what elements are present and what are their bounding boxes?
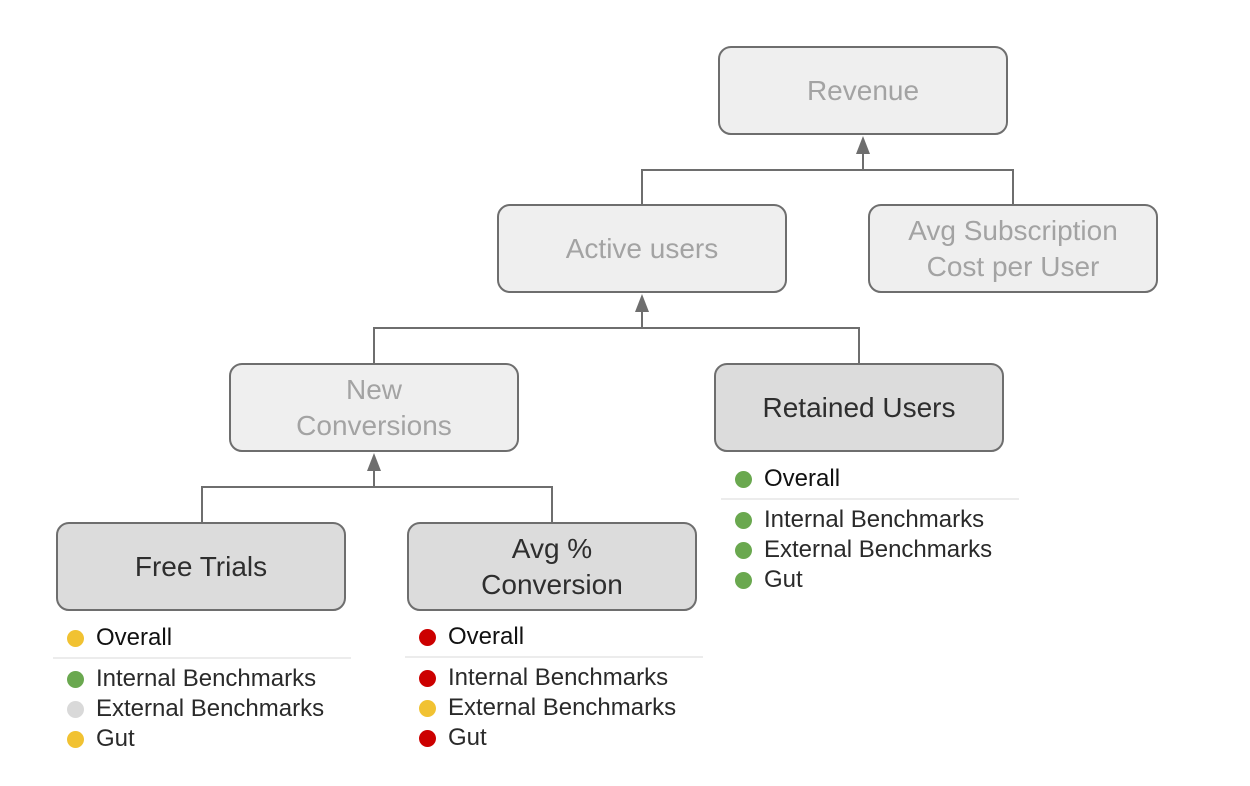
node-retained-users: Retained Users	[714, 363, 1004, 452]
status-item: External Benchmarks	[405, 693, 703, 723]
status-divider	[405, 656, 703, 658]
status-label: External Benchmarks	[96, 695, 325, 722]
node-revenue: Revenue	[718, 46, 1008, 135]
connector-new-conversions	[201, 486, 553, 522]
node-avg-subscription-label-line2: Cost per User	[926, 250, 1100, 282]
arrowhead-new-conversions	[367, 453, 381, 471]
node-avg-pct-conversion-label-line2: Conversion	[481, 568, 623, 600]
status-overall: Overall	[53, 622, 351, 654]
status-label: Gut	[448, 724, 487, 751]
status-item: Gut	[53, 724, 351, 754]
node-new-conversions-label-line1: New	[345, 373, 402, 405]
connector-active-users	[373, 327, 860, 363]
status-dot-icon	[419, 669, 436, 687]
status-dot-icon	[419, 729, 436, 747]
node-avg-pct-conversion-label-line1: Avg %	[511, 532, 593, 564]
node-new-conversions: New Conversions	[229, 363, 519, 452]
status-label: Overall	[96, 624, 173, 651]
status-overall: Overall	[721, 463, 1019, 495]
arrowhead-revenue	[856, 136, 870, 154]
status-label: Overall	[448, 623, 525, 650]
status-label: Gut	[764, 566, 803, 593]
status-item: Gut	[721, 565, 1019, 595]
status-item: Internal Benchmarks	[405, 663, 703, 693]
status-dot-icon	[419, 628, 436, 646]
node-avg-subscription-label-line1: Avg Subscription	[908, 214, 1118, 246]
status-item: Internal Benchmarks	[721, 505, 1019, 535]
node-free-trials: Free Trials	[56, 522, 346, 611]
status-item: External Benchmarks	[53, 694, 351, 724]
status-label: Internal Benchmarks	[764, 506, 985, 533]
node-revenue-label: Revenue	[806, 74, 920, 106]
status-label: External Benchmarks	[448, 694, 677, 721]
status-item: Gut	[405, 723, 703, 753]
node-new-conversions-label-line2: Conversions	[296, 409, 452, 441]
node-free-trials-label: Free Trials	[134, 550, 268, 582]
status-divider	[53, 657, 351, 659]
status-dot-icon	[735, 470, 752, 488]
status-overall: Overall	[405, 621, 703, 653]
arrowhead-active-users	[635, 294, 649, 312]
node-avg-subscription-cost: Avg Subscription Cost per User	[868, 204, 1158, 293]
status-list-free-trials: Overall Internal Benchmarks External Ben…	[53, 622, 351, 754]
status-dot-icon	[67, 629, 84, 647]
status-item: Internal Benchmarks	[53, 664, 351, 694]
status-divider	[721, 498, 1019, 500]
status-list-retained-users: Overall Internal Benchmarks External Ben…	[721, 463, 1019, 595]
status-dot-icon	[735, 541, 752, 559]
status-label: Internal Benchmarks	[448, 664, 669, 691]
status-dot-icon	[67, 670, 84, 688]
status-dot-icon	[67, 730, 84, 748]
node-retained-users-label: Retained Users	[762, 391, 956, 423]
connector-revenue	[641, 169, 1014, 204]
status-list-avg-pct-conversion: Overall Internal Benchmarks External Ben…	[405, 621, 703, 753]
status-label: Internal Benchmarks	[96, 665, 317, 692]
status-item: External Benchmarks	[721, 535, 1019, 565]
status-label: External Benchmarks	[764, 536, 993, 563]
node-active-users-label: Active users	[565, 232, 719, 264]
status-label: Overall	[764, 465, 841, 492]
status-dot-icon	[419, 699, 436, 717]
node-active-users: Active users	[497, 204, 787, 293]
node-avg-pct-conversion: Avg % Conversion	[407, 522, 697, 611]
status-label: Gut	[96, 725, 135, 752]
status-dot-icon	[735, 571, 752, 589]
status-dot-icon	[67, 700, 84, 718]
status-dot-icon	[735, 511, 752, 529]
